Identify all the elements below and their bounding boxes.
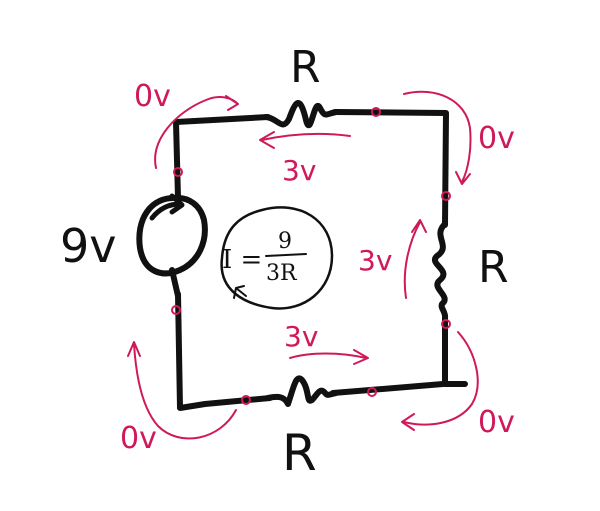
wire-bottom-right	[330, 381, 446, 396]
node-dot	[371, 107, 381, 117]
wire-top-right	[332, 109, 449, 228]
node-dot	[171, 305, 181, 315]
arrow-bottom-resistor-icon	[289, 349, 369, 365]
bottom-resistor	[265, 375, 339, 407]
formula-loop	[220, 206, 334, 310]
right-resistor-label: R	[478, 242, 509, 293]
arrow-top-left-icon	[154, 95, 239, 169]
formula-lhs: I =	[222, 245, 262, 275]
arrow-right-resistor-icon	[403, 219, 427, 299]
bottom-left-drop-label: 0v	[120, 421, 157, 456]
node-dot	[173, 167, 183, 177]
wire-bottom-left	[175, 291, 273, 411]
top-resistor	[263, 100, 339, 129]
wire-right-bottom	[442, 313, 468, 387]
circuit-wires	[173, 109, 468, 411]
top-resistor-drop-label: 3v	[282, 154, 316, 187]
formula-fraction-bar	[265, 253, 307, 257]
current-formula: I = 9 3R	[220, 206, 334, 310]
top-right-drop-label: 0v	[478, 121, 515, 156]
right-resistor-drop-label: 3v	[358, 244, 392, 277]
formula-arrow-icon	[233, 285, 247, 299]
node-dot	[367, 387, 377, 397]
source-label: 9v	[60, 219, 117, 273]
node-markers	[171, 107, 451, 405]
source-arrow-icon	[149, 193, 185, 221]
arrow-top-right-icon	[403, 90, 472, 185]
arrow-top-resistor-icon	[259, 131, 351, 149]
top-resistor-label: R	[290, 42, 321, 93]
bottom-resistor-label: R	[282, 424, 317, 482]
right-resistor	[432, 221, 449, 321]
wire-top-left	[173, 114, 271, 201]
voltage-arrows	[127, 90, 479, 440]
formula-denominator: 3R	[266, 261, 298, 286]
top-left-drop-label: 0v	[134, 79, 171, 114]
arrow-bottom-left-icon	[127, 341, 237, 440]
source-lead-bottom	[169, 267, 181, 299]
node-dot	[441, 191, 451, 201]
arrow-bottom-right-icon	[401, 331, 479, 431]
node-dot	[441, 319, 451, 329]
node-dot	[241, 395, 251, 405]
voltage-source	[136, 193, 208, 299]
bottom-resistor-drop-label: 3v	[284, 320, 318, 353]
bottom-right-drop-label: 0v	[478, 405, 515, 440]
formula-numerator: 9	[278, 229, 292, 254]
source-circle	[136, 194, 208, 277]
